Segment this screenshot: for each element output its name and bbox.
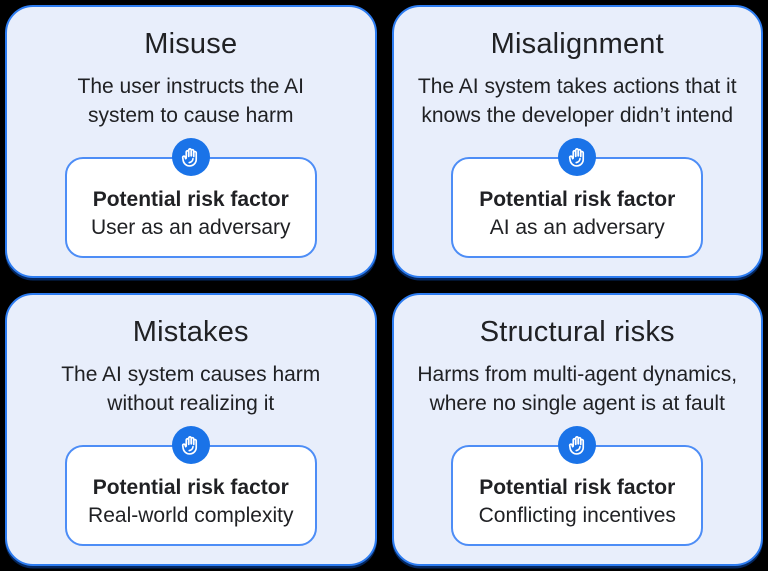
card-description-line-2: where no single agent is at fault: [429, 392, 725, 415]
card-title: Misalignment: [490, 28, 664, 60]
card-description: The user instructs the AI system to cause…: [78, 72, 304, 130]
hand-icon: [558, 426, 597, 464]
risk-factor-label: Potential risk factor: [479, 188, 676, 211]
risk-factor-label: Potential risk factor: [92, 476, 289, 499]
card-description-line-2: without realizing it: [107, 392, 275, 415]
risk-factor-label: Potential risk factor: [479, 476, 676, 499]
risk-factor-value: Conflicting incentives: [478, 504, 676, 527]
card-title: Structural risks: [479, 316, 675, 348]
card-description-line-2: knows the developer didn’t intend: [421, 104, 734, 127]
hand-icon: [171, 138, 210, 176]
risk-factor-group: Potential risk factor User as an adversa…: [64, 138, 317, 258]
risk-factor-value: User as an adversary: [90, 216, 291, 239]
risk-factor-label: Potential risk factor: [92, 188, 289, 211]
hand-icon: [171, 426, 210, 464]
risk-card-mistakes: Mistakes The AI system causes harm withou…: [5, 293, 377, 566]
card-description-line-2: system to cause harm: [88, 104, 294, 127]
risk-factor-value: Real-world complexity: [88, 504, 294, 527]
card-title: Mistakes: [132, 316, 249, 348]
card-title: Misuse: [144, 28, 238, 60]
card-description-line-1: The user instructs the AI: [77, 75, 304, 98]
card-description-line-1: Harms from multi-agent dynamics,: [417, 363, 738, 386]
risk-card-misuse: Misuse The user instructs the AI system t…: [5, 5, 377, 278]
hand-icon: [558, 138, 597, 176]
risk-card-misalignment: Misalignment The AI system takes actions…: [391, 5, 763, 278]
card-description: The AI system takes actions that it knows…: [418, 72, 737, 130]
card-description: The AI system causes harm without realizi…: [61, 360, 320, 418]
risk-factor-group: Potential risk factor Conflicting incent…: [451, 426, 704, 546]
card-description-line-1: The AI system takes actions that it: [417, 75, 737, 98]
risk-factor-group: Potential risk factor AI as an adversary: [451, 138, 704, 258]
card-description: Harms from multi-agent dynamics, where no…: [417, 360, 737, 418]
risk-factor-value: AI as an adversary: [489, 216, 665, 239]
card-description-line-1: The AI system causes harm: [61, 363, 321, 386]
risk-card-structural-risks: Structural risks Harms from multi-agent …: [391, 293, 763, 566]
risk-factor-group: Potential risk factor Real-world complex…: [64, 426, 317, 546]
